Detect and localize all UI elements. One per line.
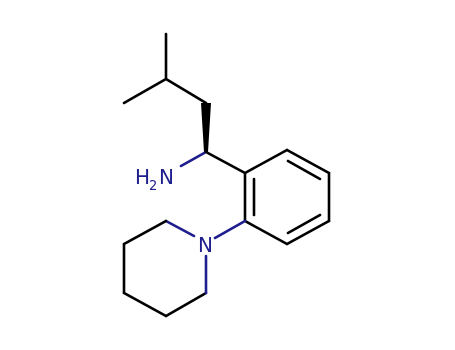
amine-n-label: N xyxy=(159,165,174,189)
piperidine-n-label: N xyxy=(198,233,213,257)
bond-ring-4 xyxy=(285,219,331,246)
bond-c-nh2 xyxy=(179,150,208,168)
bond-pip-2 xyxy=(122,219,168,246)
bond-pip-4 xyxy=(122,291,168,318)
bond-ring-n xyxy=(213,219,247,240)
bond-methyl-left xyxy=(122,77,168,105)
bond-ch-ch2 xyxy=(164,77,208,105)
bond-ring-inner-2 xyxy=(286,213,322,235)
bond-pip-1 xyxy=(164,219,196,238)
amine-subscript-label: 2 xyxy=(149,179,157,194)
wedge-bond xyxy=(201,103,211,152)
bond-ring-2 xyxy=(285,148,331,175)
amine-h-label: H xyxy=(135,165,150,189)
bond-c-ring xyxy=(204,150,247,175)
bond-ring-inner-1 xyxy=(286,159,322,181)
bond-ring-1 xyxy=(243,148,289,175)
bond-ring-5 xyxy=(243,219,289,246)
bond-pip-5 xyxy=(164,291,208,318)
